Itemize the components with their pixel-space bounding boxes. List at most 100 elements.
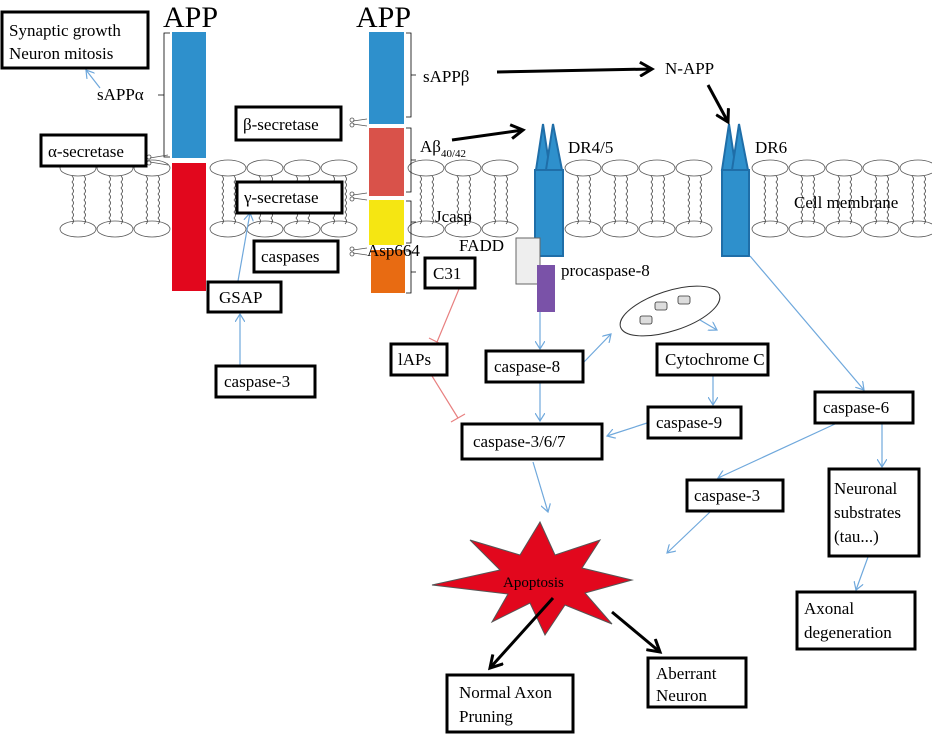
c31-box: C31 (423, 256, 477, 290)
lipid-tail (576, 175, 579, 225)
lipid-head (899, 220, 932, 238)
iaps-box: lAPs (389, 342, 449, 377)
lipid-tail (431, 175, 434, 225)
caspase367-box: caspase-3/6/7 (460, 422, 604, 461)
lipid-tail (221, 175, 224, 225)
lipid-head (788, 220, 826, 238)
lipid-tail (157, 175, 160, 225)
svg-text:Synaptic growth: Synaptic growth (9, 21, 121, 40)
lipid-tail (344, 175, 347, 225)
lipid-head (751, 159, 789, 177)
c31-domain (371, 250, 405, 293)
svg-text:caspases: caspases (261, 247, 320, 266)
alpha-secretase-box: α-secretase (39, 133, 148, 168)
lipid-head (825, 159, 863, 177)
lipid-tail (874, 175, 877, 225)
arrow-apoptosis-to-aberrant (611, 610, 660, 652)
mitochondrion-icon (619, 285, 721, 337)
lipid-head (59, 220, 97, 238)
sappb-label: sAPPβ (423, 67, 469, 86)
inhibition-lines (428, 288, 466, 423)
lipid-head (209, 159, 247, 177)
lipid-head (209, 220, 247, 238)
lipid-tail (650, 175, 653, 225)
sappa-domain (172, 32, 206, 158)
lipid-tail (588, 175, 591, 225)
apoptosis-label: Apoptosis (503, 575, 564, 591)
arrow-apoptosis-to-pruning (490, 596, 555, 668)
lipid-tail (233, 175, 236, 225)
lipid-tail (468, 175, 471, 225)
lipid-head (246, 220, 284, 238)
svg-text:substrates: substrates (834, 503, 901, 522)
caspase8-box: caspase-8 (484, 349, 585, 384)
right-app-brackets (406, 32, 416, 294)
lipid-tail (625, 175, 628, 225)
lipid-head (96, 220, 134, 238)
gsap-box: GSAP (206, 280, 283, 314)
svg-text:β-secretase: β-secretase (243, 115, 319, 134)
lipid-tail (763, 175, 766, 225)
dr45-label: DR4/5 (568, 138, 613, 157)
svg-text:α-secretase: α-secretase (48, 142, 124, 161)
lipid-tail (493, 175, 496, 225)
sappa-bracket (158, 32, 170, 158)
lipid-tail (120, 175, 123, 225)
lipid-tail (456, 175, 459, 225)
lipid-tail (923, 175, 926, 225)
fadd-label: FADD (459, 236, 504, 255)
lipid-tail (83, 175, 86, 225)
dr45-receptor (534, 123, 564, 257)
lipid-head (675, 159, 713, 177)
lipid-tail (662, 175, 665, 225)
lipid-head (862, 159, 900, 177)
lipid-head (601, 159, 639, 177)
jcasp-domain (369, 200, 404, 245)
lipid-tail (419, 175, 422, 225)
svg-text:C31: C31 (433, 264, 461, 283)
lipid-tail (108, 175, 111, 225)
svg-text:caspase-3/6/7: caspase-3/6/7 (473, 432, 566, 451)
lipid-tail (775, 175, 778, 225)
sappb-domain (369, 32, 404, 124)
svg-text:(tau...): (tau...) (834, 527, 879, 546)
lipid-head (788, 159, 826, 177)
svg-text:lAPs: lAPs (398, 350, 431, 369)
lipid-head (320, 220, 358, 238)
n-app-label: N-APP (665, 59, 714, 78)
svg-text:Cytochrome C: Cytochrome C (665, 350, 765, 369)
lipid-head (283, 159, 321, 177)
lipid-head (638, 159, 676, 177)
abeta-domain (369, 128, 404, 196)
lipid-head (601, 220, 639, 238)
lipid-head (133, 220, 171, 238)
lipid-head (564, 159, 602, 177)
svg-text:Normal Axon: Normal Axon (459, 683, 553, 702)
activation-arrows (86, 70, 882, 590)
caspase3-right-box: caspase-3 (685, 478, 785, 513)
svg-text:Neuron mitosis: Neuron mitosis (9, 44, 113, 63)
lipid-tail (145, 175, 148, 225)
lipid-tail (71, 175, 74, 225)
lipid-head (481, 159, 519, 177)
lipid-tail (505, 175, 508, 225)
svg-text:caspase-8: caspase-8 (494, 357, 560, 376)
cell-membrane-label: Cell membrane (794, 193, 898, 212)
sappa-label: sAPPα (97, 85, 144, 104)
lipid-tail (886, 175, 889, 225)
fadd-adaptor (515, 237, 541, 285)
beta-secretase-box: β-secretase (234, 105, 343, 142)
lipid-head (564, 220, 602, 238)
abeta-label: Aβ40/42 (420, 137, 466, 160)
lipid-tail (911, 175, 914, 225)
svg-text:Pruning: Pruning (459, 707, 513, 726)
scissors-icon (146, 117, 368, 257)
jcasp-label: Jcasp (435, 207, 472, 226)
arrow-napp-to-dr6 (706, 84, 728, 122)
dr6-receptor (720, 123, 750, 257)
lipid-tail (687, 175, 690, 225)
